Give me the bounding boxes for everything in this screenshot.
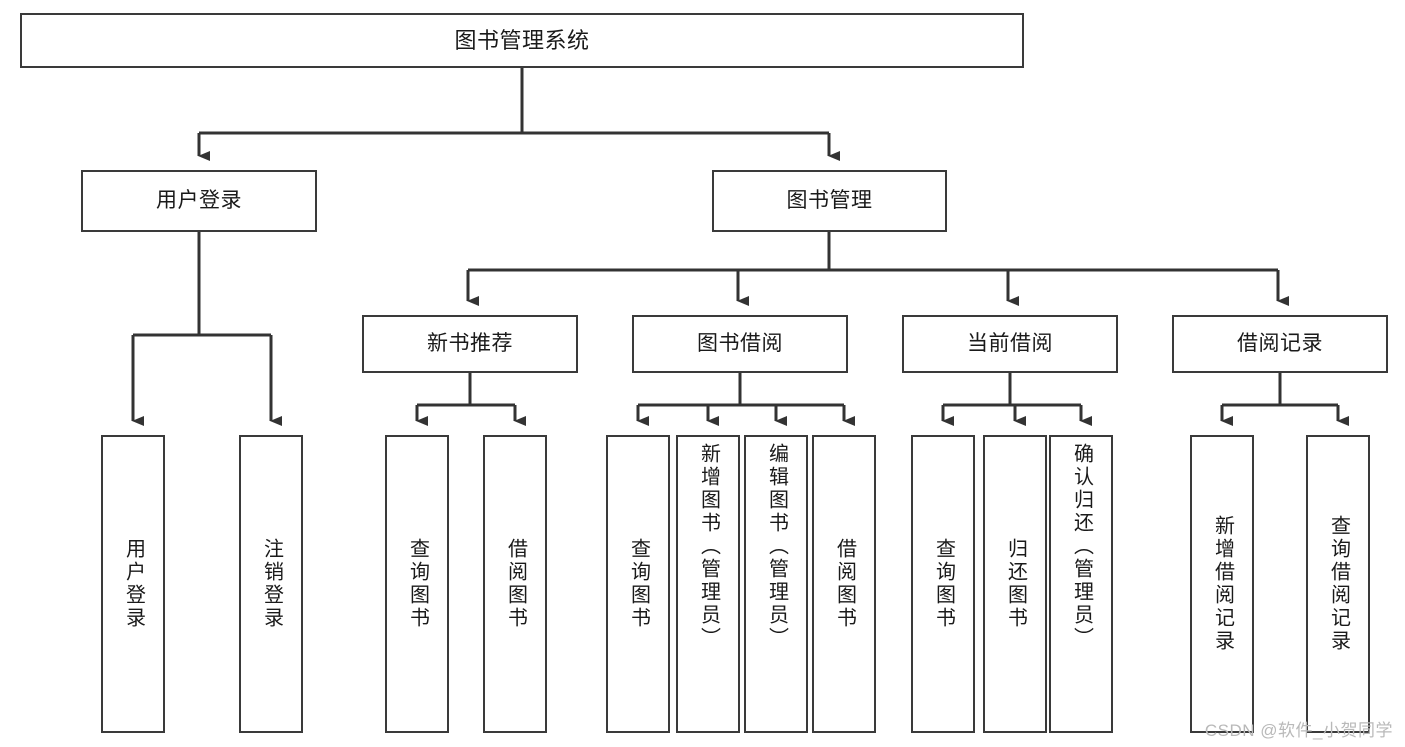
leaf-query-book-borrow[interactable]: 查询图书 <box>606 435 670 733</box>
leaf-user-login[interactable]: 用户登录 <box>101 435 165 733</box>
node-label: 查询图书 <box>406 538 429 630</box>
leaf-edit-book-admin[interactable]: 编辑图书（管理员） <box>744 435 808 733</box>
node-label: 借阅记录 <box>1237 331 1323 355</box>
node-label: 新增图书（管理员） <box>697 443 720 650</box>
node-user-login[interactable]: 用户登录 <box>81 170 317 232</box>
node-new-book-recommend[interactable]: 新书推荐 <box>362 315 578 373</box>
node-label: 借阅图书 <box>504 538 527 630</box>
node-label: 注销登录 <box>260 538 283 630</box>
node-label: 编辑图书（管理员） <box>765 443 788 650</box>
watermark: CSDN @软件_小贺同学 <box>1204 721 1393 740</box>
node-book-borrow[interactable]: 图书借阅 <box>632 315 848 373</box>
leaf-query-borrow-record[interactable]: 查询借阅记录 <box>1306 435 1370 733</box>
node-label: 查询借阅记录 <box>1327 515 1350 653</box>
node-label: 借阅图书 <box>833 538 856 630</box>
leaf-add-book-admin[interactable]: 新增图书（管理员） <box>676 435 740 733</box>
node-label: 用户登录 <box>156 188 242 212</box>
node-label: 查询图书 <box>627 538 650 630</box>
leaf-add-borrow-record[interactable]: 新增借阅记录 <box>1190 435 1254 733</box>
node-label: 新书推荐 <box>427 331 513 355</box>
node-label: 图书管理系统 <box>454 27 590 53</box>
node-borrow-records[interactable]: 借阅记录 <box>1172 315 1388 373</box>
node-root-book-management-system[interactable]: 图书管理系统 <box>20 13 1024 68</box>
node-label: 归还图书 <box>1004 538 1027 630</box>
node-label: 当前借阅 <box>967 331 1053 355</box>
node-label: 图书借阅 <box>697 331 783 355</box>
leaf-return-book[interactable]: 归还图书 <box>983 435 1047 733</box>
leaf-query-book-recommend[interactable]: 查询图书 <box>385 435 449 733</box>
leaf-borrow-book[interactable]: 借阅图书 <box>812 435 876 733</box>
node-label: 图书管理 <box>786 188 873 212</box>
leaf-borrow-book-recommend[interactable]: 借阅图书 <box>483 435 547 733</box>
node-current-borrow[interactable]: 当前借阅 <box>902 315 1118 373</box>
node-book-management[interactable]: 图书管理 <box>712 170 947 232</box>
node-label: 确认归还（管理员） <box>1070 443 1093 650</box>
node-label: 新增借阅记录 <box>1211 515 1234 653</box>
node-label: 查询图书 <box>932 538 955 630</box>
leaf-logout[interactable]: 注销登录 <box>239 435 303 733</box>
node-label: 用户登录 <box>122 538 145 630</box>
leaf-confirm-return-admin[interactable]: 确认归还（管理员） <box>1049 435 1113 733</box>
leaf-query-book-current[interactable]: 查询图书 <box>911 435 975 733</box>
